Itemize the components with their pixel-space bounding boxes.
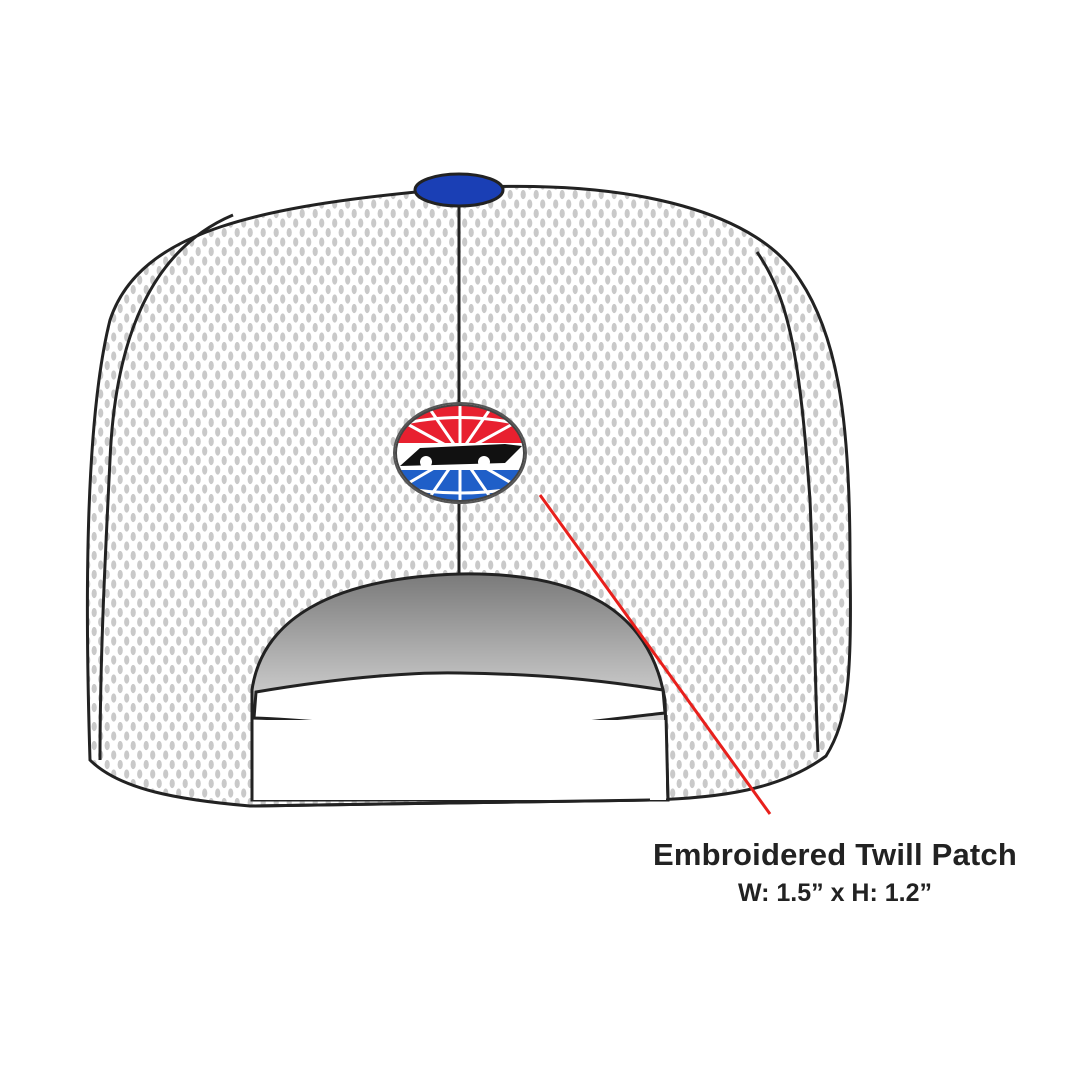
callout-title: Embroidered Twill Patch bbox=[652, 837, 1018, 872]
callout-dimensions: W: 1.5” x H: 1.2” bbox=[737, 879, 933, 907]
callout-line bbox=[538, 494, 772, 815]
patch-callout: Embroidered Twill Patch W: 1.5” x H: 1.2… bbox=[600, 836, 1070, 910]
strap-lower bbox=[253, 720, 666, 800]
brim-edge bbox=[249, 798, 651, 808]
left-seam bbox=[98, 213, 234, 761]
right-seam bbox=[755, 251, 820, 753]
speedway-logo bbox=[393, 402, 527, 504]
top-button bbox=[413, 172, 505, 208]
